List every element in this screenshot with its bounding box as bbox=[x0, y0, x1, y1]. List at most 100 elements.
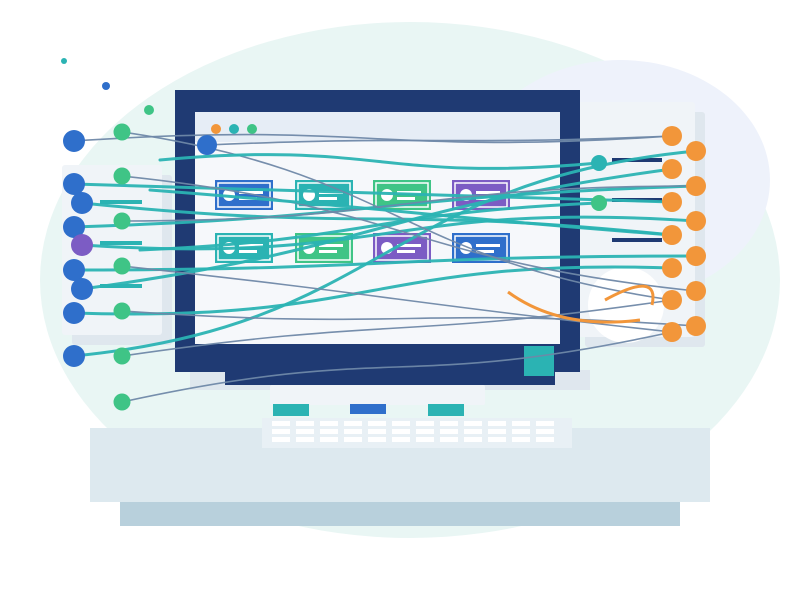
right-node bbox=[662, 322, 682, 342]
floating-dot bbox=[61, 58, 67, 64]
green-node bbox=[113, 212, 131, 230]
connection-wire bbox=[80, 215, 698, 251]
floating-dot bbox=[102, 82, 110, 90]
connection-wires bbox=[72, 131, 698, 403]
floating-dot bbox=[144, 105, 154, 115]
keyboard-key bbox=[368, 421, 386, 426]
keyboard-key bbox=[464, 421, 482, 426]
connection-wire bbox=[72, 254, 698, 272]
green-node bbox=[113, 347, 131, 365]
hub-port bbox=[273, 404, 309, 416]
left-panel-bar bbox=[100, 284, 142, 288]
connection-wire bbox=[121, 185, 697, 222]
keyboard-key bbox=[272, 437, 290, 442]
screen-card-line bbox=[397, 197, 415, 200]
right-node bbox=[662, 258, 682, 278]
hub-port bbox=[350, 404, 386, 414]
green-node bbox=[113, 393, 131, 411]
connection-wire bbox=[80, 167, 674, 291]
connection-wire bbox=[148, 188, 674, 237]
keyboard-key bbox=[344, 421, 362, 426]
right-node bbox=[686, 316, 706, 336]
keyboard-key bbox=[320, 421, 338, 426]
left-node bbox=[63, 302, 85, 324]
screen-card-line bbox=[319, 250, 337, 253]
left-panel-bar bbox=[100, 200, 142, 204]
keyboard-key bbox=[368, 429, 386, 434]
right-node bbox=[686, 281, 706, 301]
connection-wire bbox=[72, 265, 674, 316]
left-node bbox=[63, 216, 85, 238]
screen-card-line bbox=[239, 191, 263, 194]
left-panel-bar bbox=[100, 241, 142, 245]
connection-wire bbox=[138, 201, 600, 252]
connection-wire bbox=[72, 149, 698, 358]
keyboard-key bbox=[416, 421, 434, 426]
keyboard-key bbox=[488, 429, 506, 434]
node bbox=[591, 155, 607, 171]
keyboard-key bbox=[320, 429, 338, 434]
green-nodes bbox=[113, 123, 131, 411]
keyboard-key bbox=[392, 421, 410, 426]
node bbox=[591, 195, 607, 211]
screen-card-line bbox=[239, 244, 263, 247]
orange-arc bbox=[604, 284, 655, 306]
status-dot-orange bbox=[211, 124, 221, 134]
right-node bbox=[662, 192, 682, 212]
monitor-corner-badge bbox=[524, 346, 554, 376]
screen-card-line bbox=[476, 191, 500, 194]
desk-front bbox=[120, 500, 680, 526]
screen-card-line bbox=[397, 244, 421, 247]
panel-nodes bbox=[197, 135, 607, 211]
screen-card-line bbox=[319, 197, 337, 200]
screen-card-border bbox=[375, 235, 429, 261]
connection-wire bbox=[121, 299, 673, 357]
keyboard-key bbox=[344, 437, 362, 442]
connection-wire bbox=[72, 182, 674, 204]
connection-wire bbox=[73, 133, 673, 144]
left-node bbox=[63, 130, 85, 152]
green-node bbox=[113, 257, 131, 275]
status-dot-green bbox=[247, 124, 257, 134]
right-node bbox=[686, 211, 706, 231]
keyboard-key bbox=[536, 437, 554, 442]
keyboard-key bbox=[368, 437, 386, 442]
left-node bbox=[63, 259, 85, 281]
keyboard-key bbox=[512, 437, 530, 442]
right-node bbox=[686, 176, 706, 196]
keyboard-key bbox=[272, 429, 290, 434]
keyboard-key bbox=[272, 421, 290, 426]
status-dot-teal bbox=[229, 124, 239, 134]
keyboard-key bbox=[416, 429, 434, 434]
keyboard-key bbox=[392, 437, 410, 442]
node bbox=[197, 135, 217, 155]
connection-wire bbox=[206, 135, 673, 146]
orange-arc bbox=[507, 290, 641, 324]
screen-card-line bbox=[476, 244, 500, 247]
keyboard-key bbox=[464, 437, 482, 442]
keyboard-key bbox=[296, 421, 314, 426]
right-node bbox=[662, 126, 682, 146]
left-node bbox=[63, 173, 85, 195]
keyboard-key bbox=[488, 437, 506, 442]
connection-wire bbox=[121, 131, 673, 301]
right-node bbox=[662, 290, 682, 310]
connection-wire bbox=[121, 331, 673, 403]
right-nodes bbox=[662, 126, 706, 342]
keyboard-key bbox=[440, 437, 458, 442]
keyboard-key bbox=[440, 429, 458, 434]
keyboard-key bbox=[296, 437, 314, 442]
keyboard-key bbox=[344, 429, 362, 434]
left-nodes bbox=[63, 130, 93, 367]
green-node bbox=[113, 123, 131, 141]
keyboard-key bbox=[464, 429, 482, 434]
screen-card-line bbox=[239, 250, 257, 253]
right-node bbox=[662, 225, 682, 245]
keyboard-key bbox=[296, 429, 314, 434]
keyboard-key bbox=[416, 437, 434, 442]
right-panel-line bbox=[612, 238, 662, 242]
right-node bbox=[662, 159, 682, 179]
keyboard-key bbox=[512, 421, 530, 426]
left-node bbox=[71, 234, 93, 256]
